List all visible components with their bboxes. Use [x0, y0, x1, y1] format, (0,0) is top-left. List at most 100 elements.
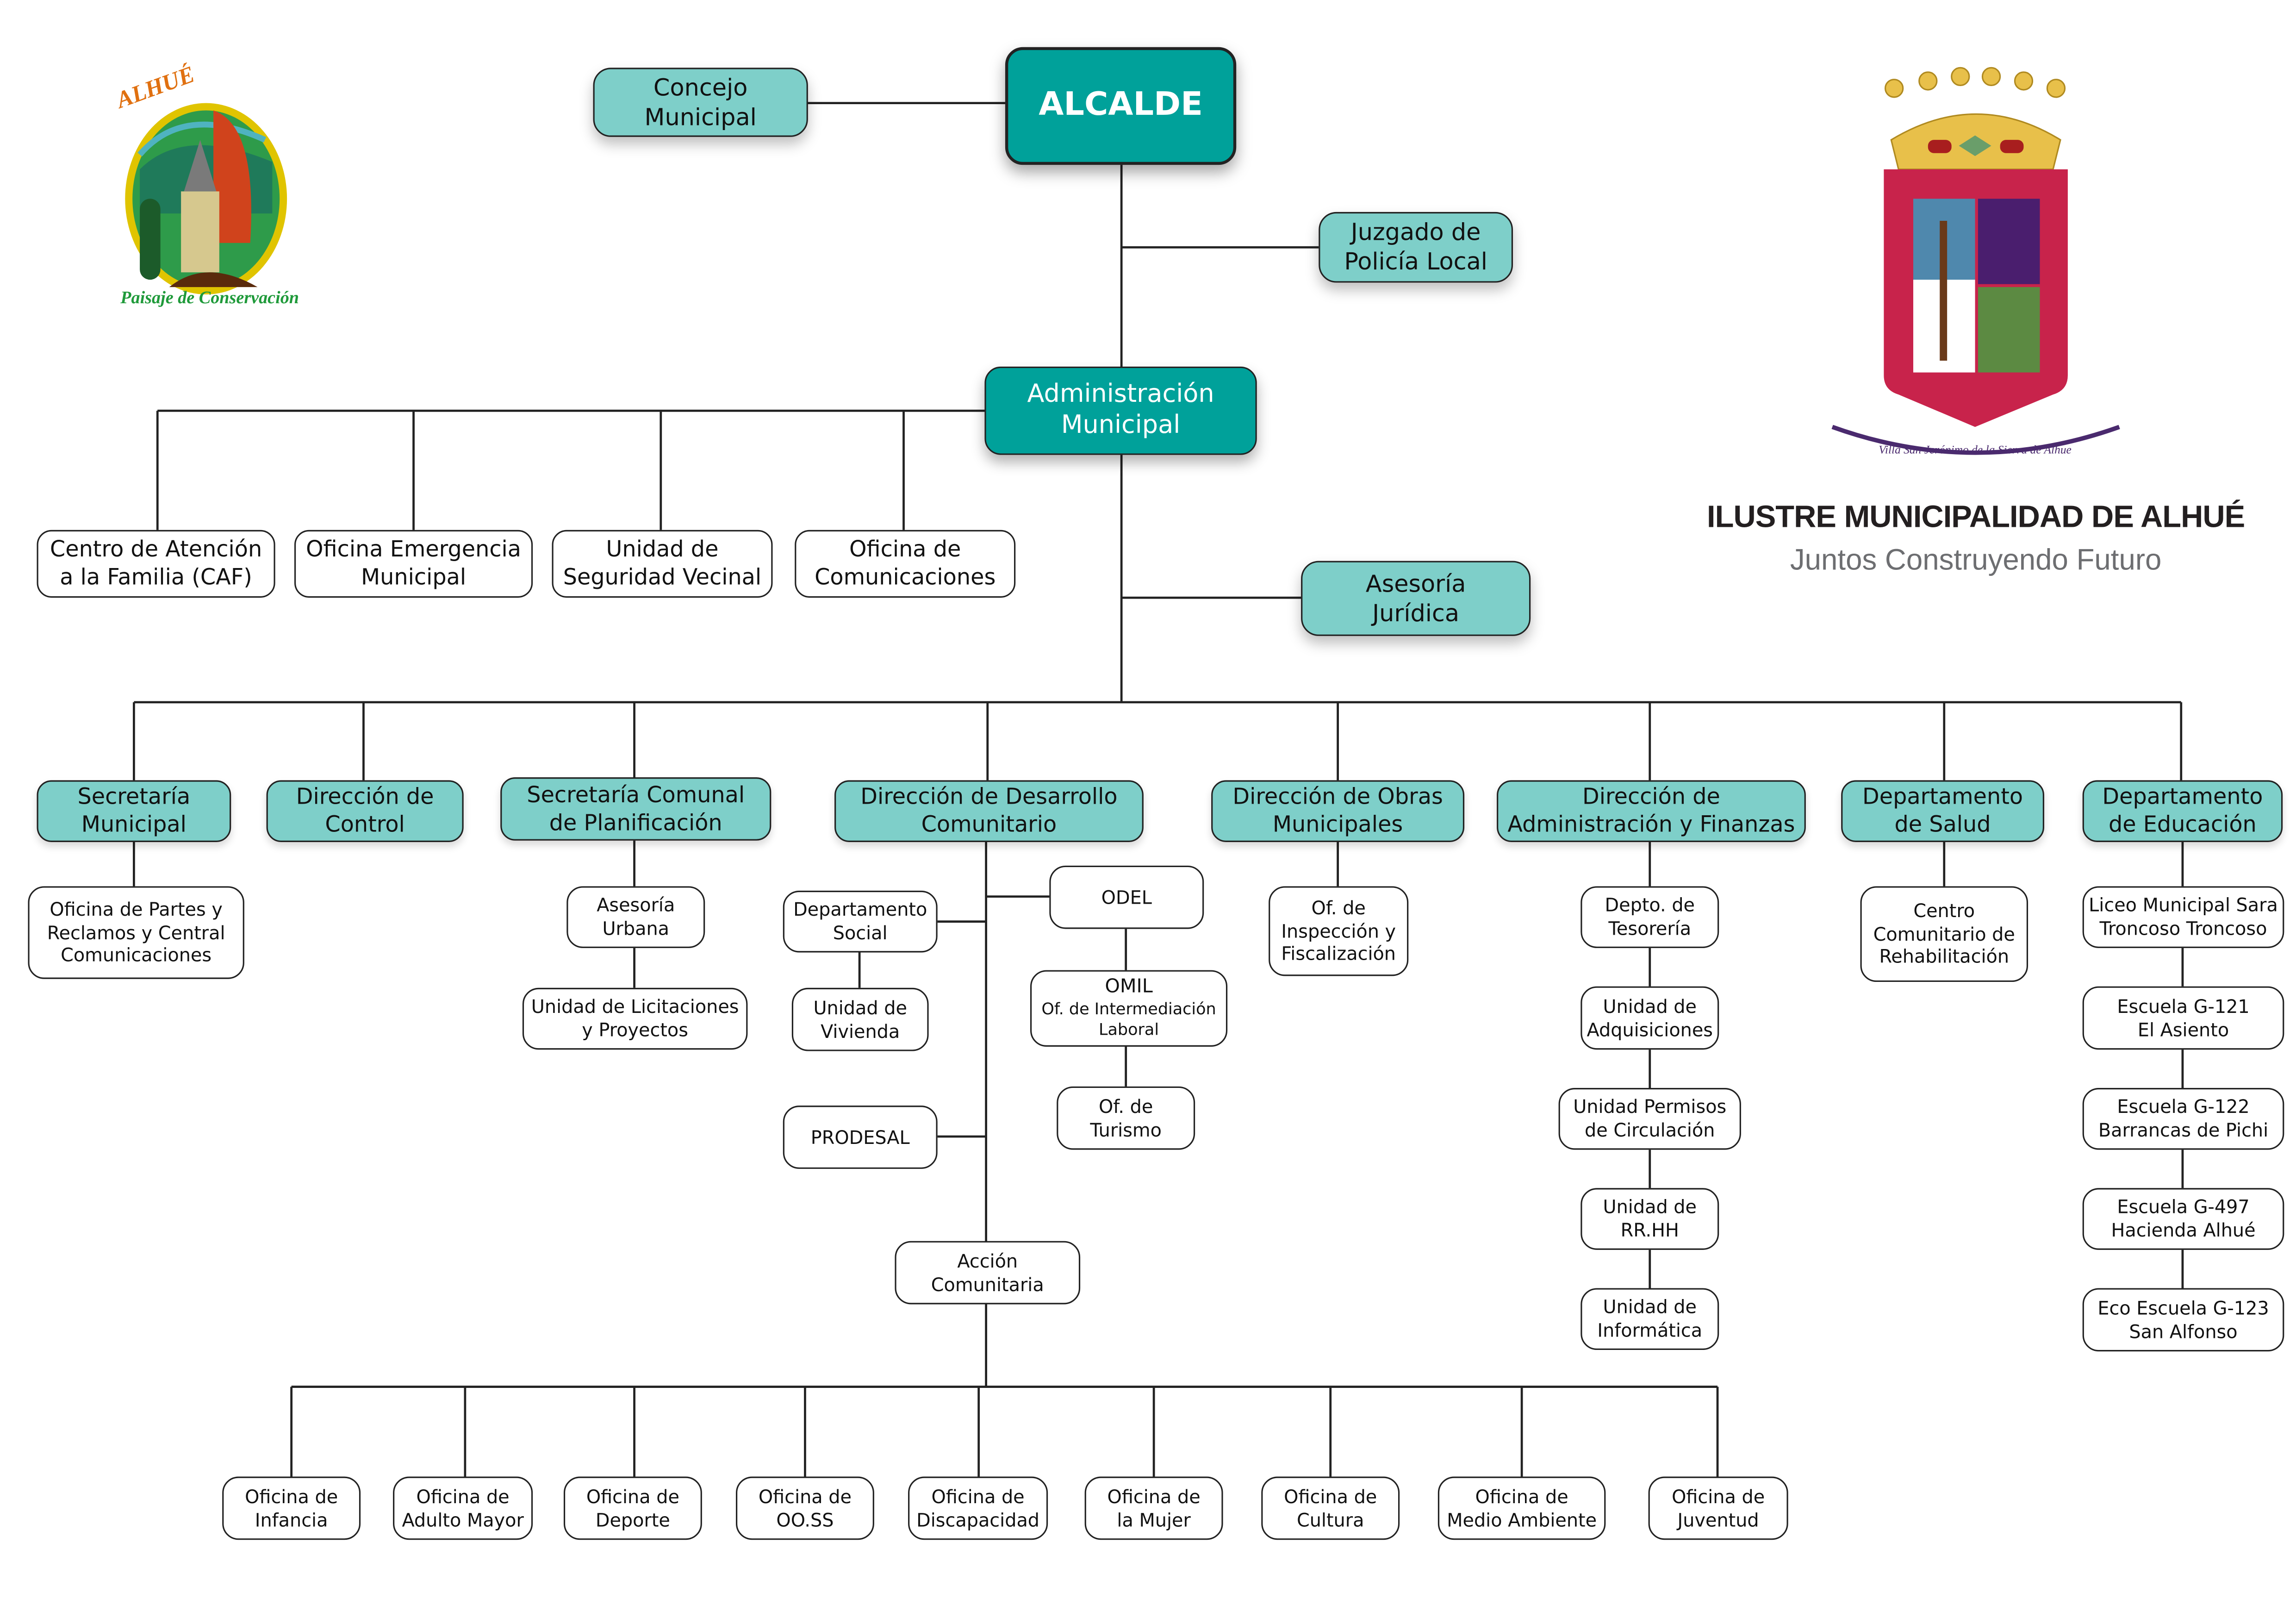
- unit-box[interactable]: Unidad Permisos de Circulación: [1558, 1088, 1741, 1150]
- unit-box[interactable]: Unidad de Licitaciones y Proyectos: [522, 987, 748, 1050]
- administracion-label: Administración Municipal: [1027, 379, 1214, 440]
- unit-label: Depto. de Tesorería: [1605, 894, 1695, 939]
- directorate-box[interactable]: Dirección de Obras Municipales: [1211, 780, 1465, 842]
- institution-slogan: Juntos Construyendo Futuro: [1790, 544, 2162, 577]
- office-label: Oficina de Medio Ambiente: [1447, 1485, 1597, 1530]
- paisaje-de-conservacion-logo: ALHUÉ: [81, 51, 339, 309]
- unit-box[interactable]: Asesoría Urbana: [566, 886, 705, 948]
- unidad-vivienda-box[interactable]: Unidad de Vivienda: [791, 987, 929, 1051]
- office-box[interactable]: Oficina de la Mujer: [1084, 1476, 1223, 1540]
- unit-label: Escuela G-121 El Asiento: [2117, 995, 2250, 1040]
- unit-label: Unidad de Vivienda: [813, 996, 907, 1042]
- unit-label: Escuela G-497 Hacienda Alhué: [2111, 1196, 2256, 1241]
- unit-box[interactable]: Escuela G-497 Hacienda Alhué: [2082, 1188, 2284, 1250]
- unit-label: ODEL: [1101, 886, 1152, 908]
- unit-label: Unidad Permisos de Circulación: [1573, 1096, 1727, 1141]
- office-box[interactable]: Oficina de Juventud: [1648, 1476, 1788, 1540]
- unit-box[interactable]: Unidad de Adquisiciones: [1580, 986, 1719, 1050]
- institution-name: ILUSTRE MUNICIPALIDAD DE ALHUÉ: [1707, 500, 2245, 535]
- office-box[interactable]: Oficina de Deporte: [563, 1476, 702, 1540]
- directorate-box[interactable]: Dirección de Administración y Finanzas: [1497, 780, 1806, 842]
- concejo-municipal-box[interactable]: Concejo Municipal: [593, 68, 808, 137]
- prodesal-box[interactable]: PRODESAL: [783, 1106, 938, 1169]
- directorate-label: Secretaría Comunal de Planificación: [527, 781, 745, 836]
- accion-comunitaria-box[interactable]: Acción Comunitaria: [895, 1241, 1081, 1305]
- unit-box[interactable]: Oficina de Partes y Reclamos y Central C…: [28, 886, 244, 979]
- office-label: Oficina de Infancia: [245, 1485, 338, 1530]
- directorate-label: Secretaría Municipal: [77, 783, 191, 838]
- staff-unit[interactable]: Centro de Atención a la Familia (CAF): [37, 530, 275, 598]
- omil-box[interactable]: OMIL Of. de Intermediación Laboral: [1030, 970, 1228, 1047]
- office-box[interactable]: Oficina de Infancia: [222, 1476, 361, 1540]
- office-box[interactable]: Oficina de Discapacidad: [908, 1476, 1048, 1540]
- directorate-box[interactable]: Dirección de Desarrollo Comunitario: [834, 780, 1144, 842]
- directorate-label: Dirección de Desarrollo Comunitario: [860, 783, 1118, 838]
- concejo-municipal-label: Concejo Municipal: [644, 73, 757, 131]
- unit-label: Centro Comunitario de Rehabilitación: [1873, 899, 2015, 968]
- alcalde-box[interactable]: ALCALDE: [1005, 47, 1237, 165]
- unit-box[interactable]: Escuela G-122 Barrancas de Pichi: [2082, 1088, 2284, 1150]
- directorate-label: Dirección de Administración y Finanzas: [1507, 783, 1795, 838]
- juzgado-policia-local-box[interactable]: Juzgado de Policía Local: [1319, 212, 1513, 283]
- unit-label: Of. de Inspección y Fiscalización: [1281, 896, 1396, 965]
- staff-unit-label: Oficina Emergencia Municipal: [306, 536, 522, 591]
- directorate-box[interactable]: Secretaría Municipal: [37, 780, 231, 842]
- office-label: Oficina de Discapacidad: [916, 1485, 1040, 1530]
- unit-box[interactable]: Centro Comunitario de Rehabilitación: [1860, 886, 2028, 982]
- administracion-municipal-box[interactable]: Administración Municipal: [984, 366, 1257, 455]
- directorate-box[interactable]: Secretaría Comunal de Planificación: [500, 777, 772, 841]
- directorate-label: Departamento de Educación: [2102, 783, 2263, 838]
- staff-unit[interactable]: Oficina Emergencia Municipal: [294, 530, 533, 598]
- unit-label: Of. de Turismo: [1090, 1095, 1162, 1140]
- directorate-label: Departamento de Salud: [1862, 783, 2023, 838]
- unit-label: Escuela G-122 Barrancas de Pichi: [2098, 1096, 2269, 1141]
- unit-label: Unidad de Adquisiciones: [1587, 995, 1713, 1040]
- unit-box[interactable]: Eco Escuela G-123 San Alfonso: [2082, 1288, 2284, 1352]
- asesoria-juridica-box[interactable]: Asesoría Jurídica: [1301, 561, 1531, 636]
- office-box[interactable]: Oficina de Cultura: [1261, 1476, 1400, 1540]
- unit-box[interactable]: Liceo Municipal Sara Troncoso Troncoso: [2082, 886, 2284, 948]
- unit-box[interactable]: Escuela G-121 El Asiento: [2082, 986, 2284, 1050]
- turismo-box[interactable]: Of. de Turismo: [1057, 1086, 1195, 1150]
- office-label: Oficina de Juventud: [1672, 1485, 1765, 1530]
- unit-box[interactable]: Of. de Inspección y Fiscalización: [1269, 886, 1409, 976]
- directorate-box[interactable]: Dirección de Control: [266, 780, 464, 842]
- juzgado-label: Juzgado de Policía Local: [1344, 218, 1487, 275]
- unit-box[interactable]: Unidad de Informática: [1580, 1288, 1719, 1350]
- staff-unit[interactable]: Oficina de Comunicaciones: [795, 530, 1016, 598]
- unit-label: Unidad de Informática: [1597, 1296, 1703, 1341]
- unit-box[interactable]: Depto. de Tesorería: [1580, 886, 1719, 948]
- unit-box[interactable]: Unidad de RR.HH: [1580, 1188, 1719, 1250]
- office-label: Oficina de Adulto Mayor: [402, 1485, 524, 1530]
- office-label: Oficina de OO.SS: [758, 1485, 852, 1530]
- odel-box[interactable]: ODEL: [1049, 865, 1204, 929]
- directorate-label: Dirección de Obras Municipales: [1232, 783, 1443, 838]
- staff-unit[interactable]: Unidad de Seguridad Vecinal: [552, 530, 773, 598]
- omil-title: OMIL: [1105, 975, 1153, 998]
- unit-label: Acción Comunitaria: [931, 1249, 1044, 1295]
- departamento-social-box[interactable]: Departamento Social: [783, 890, 938, 953]
- office-box[interactable]: Oficina de Medio Ambiente: [1437, 1476, 1606, 1540]
- asesoria-juridica-label: Asesoría Jurídica: [1365, 569, 1466, 627]
- office-box[interactable]: Oficina de Adulto Mayor: [393, 1476, 533, 1540]
- unit-label: Departamento Social: [793, 898, 927, 944]
- directorate-box[interactable]: Departamento de Salud: [1841, 780, 2045, 842]
- unit-label: Unidad de RR.HH: [1603, 1196, 1697, 1241]
- staff-unit-label: Oficina de Comunicaciones: [815, 536, 996, 591]
- office-box[interactable]: Oficina de OO.SS: [736, 1476, 874, 1540]
- omil-subtitle: Of. de Intermediación Laboral: [1041, 999, 1216, 1040]
- directorate-box[interactable]: Departamento de Educación: [2082, 780, 2283, 842]
- unit-label: Liceo Municipal Sara Troncoso Troncoso: [2089, 894, 2278, 939]
- municipal-crest: Villa San Jerónimo de la Sierra de Alhue: [1803, 59, 2149, 471]
- logo-caption: Paisaje de Conservación: [120, 287, 299, 308]
- unit-label: Unidad de Licitaciones y Proyectos: [531, 995, 739, 1041]
- logo-alhue-text: ALHUÉ: [112, 62, 198, 114]
- office-label: Oficina de Deporte: [586, 1485, 679, 1530]
- unit-label: Oficina de Partes y Reclamos y Central C…: [47, 898, 225, 967]
- staff-unit-label: Unidad de Seguridad Vecinal: [563, 536, 762, 591]
- alcalde-label: ALCALDE: [1039, 87, 1203, 124]
- unit-label: PRODESAL: [810, 1125, 910, 1148]
- office-label: Oficina de la Mujer: [1107, 1485, 1201, 1530]
- office-label: Oficina de Cultura: [1284, 1485, 1377, 1530]
